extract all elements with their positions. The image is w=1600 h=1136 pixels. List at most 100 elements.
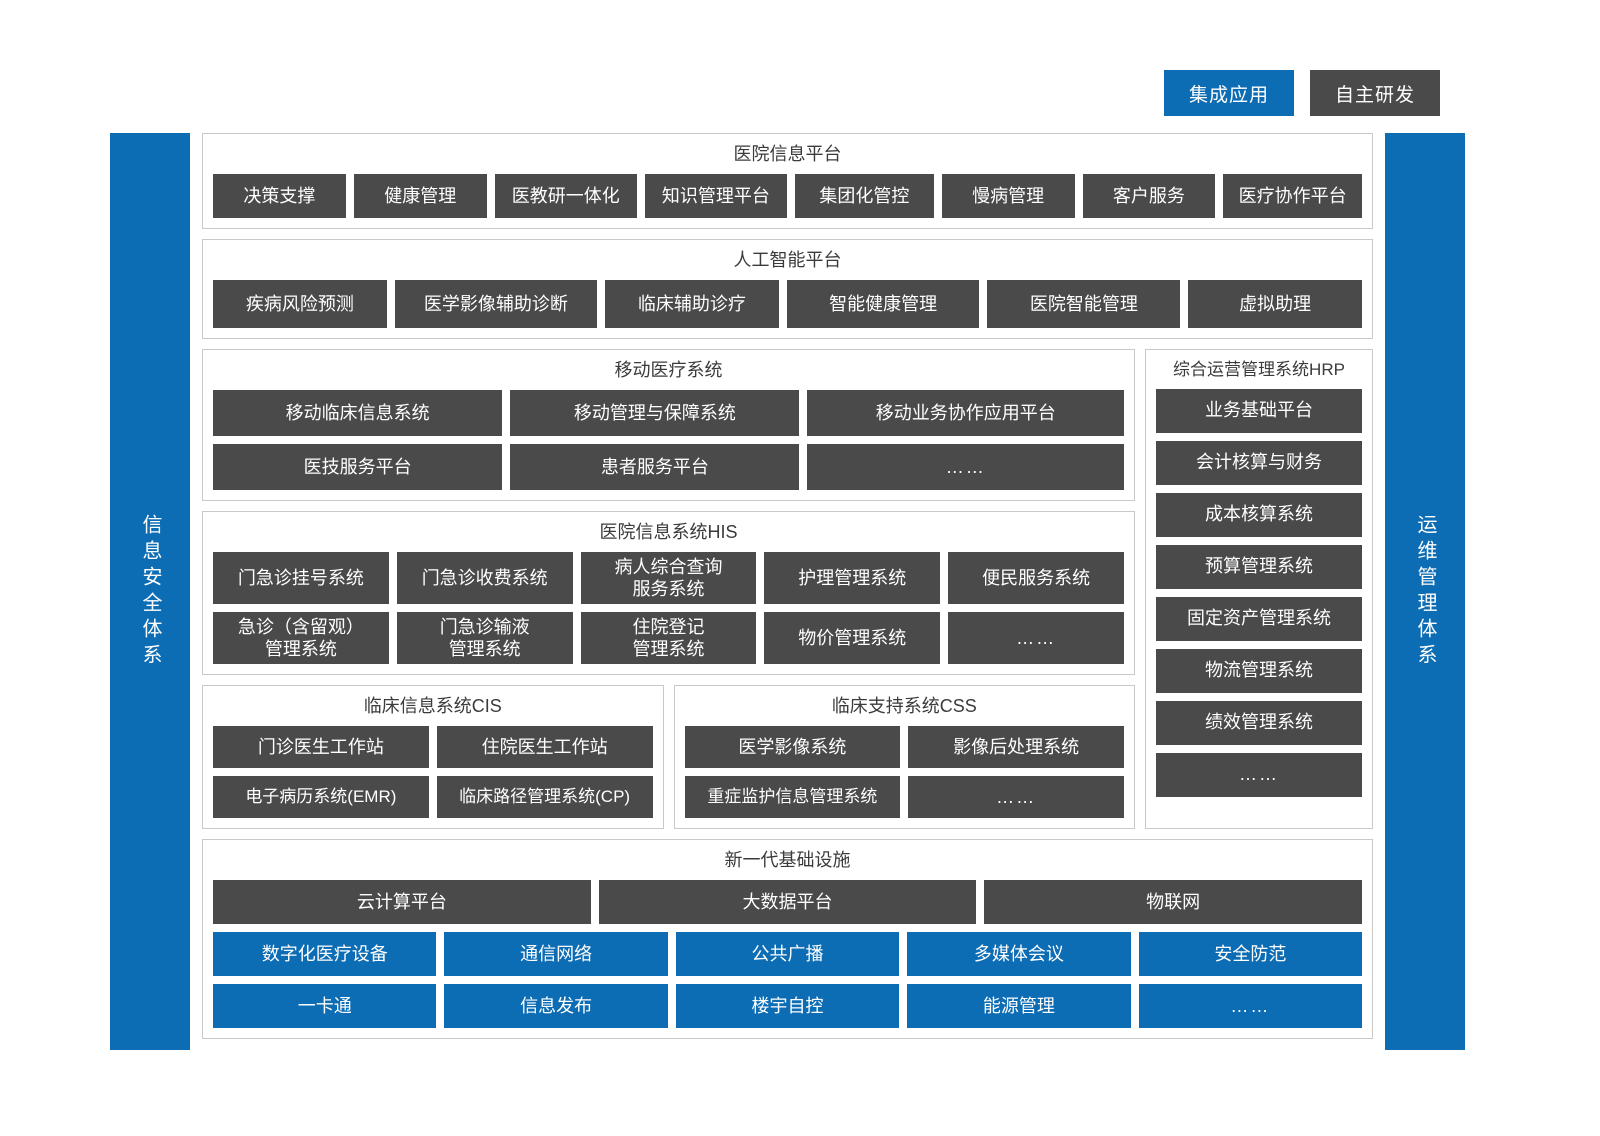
item-infusion-management[interactable]: 门急诊输液 管理系统 xyxy=(396,612,573,664)
item-clinical-assisted-diagnosis[interactable]: 临床辅助诊疗 xyxy=(604,280,779,328)
sidebar-operations-management: 运维管理体系 xyxy=(1385,133,1465,1050)
cis-row-2: 电子病历系统(EMR) 临床路径管理系统(CP) xyxy=(213,776,653,818)
item-virtual-assistant[interactable]: 虚拟助理 xyxy=(1188,280,1362,328)
item-customer-service[interactable]: 客户服务 xyxy=(1082,174,1216,218)
item-information-release[interactable]: 信息发布 xyxy=(444,984,668,1028)
item-big-data-platform[interactable]: 大数据平台 xyxy=(598,880,977,924)
item-group-control[interactable]: 集团化管控 xyxy=(795,174,934,218)
item-price-management[interactable]: 物价管理系统 xyxy=(764,612,941,664)
legend-item-integrated: 集成应用 xyxy=(1164,70,1294,116)
item-imaging-assisted-diagnosis[interactable]: 医学影像辅助诊断 xyxy=(394,280,597,328)
item-inpatient-registration[interactable]: 住院登记 管理系统 xyxy=(580,612,757,664)
item-cloud-computing-platform[interactable]: 云计算平台 xyxy=(213,880,591,924)
item-mobile-more[interactable]: …… xyxy=(807,444,1124,490)
item-outpatient-registration[interactable]: 门急诊挂号系统 xyxy=(213,552,389,604)
panel-title-cis: 临床信息系统CIS xyxy=(363,696,502,716)
panel-title-css: 临床支持系统CSS xyxy=(831,696,977,716)
panel-mobile-medical: 移动医疗系统 移动临床信息系统 移动管理与保障系统 移动业务协作应用平台 医技服… xyxy=(202,349,1135,501)
item-performance-management-system[interactable]: 绩效管理系统 xyxy=(1156,700,1362,745)
mobile-medical-row-1: 移动临床信息系统 移动管理与保障系统 移动业务协作应用平台 xyxy=(213,390,1124,436)
item-clinical-pathway-system[interactable]: 临床路径管理系统(CP) xyxy=(436,776,653,818)
panel-hospital-platform: 医院信息平台 决策支撑 健康管理 医教研一体化 知识管理平台 集团化管控 慢病管… xyxy=(202,133,1373,229)
infrastructure-blue-row-2: 一卡通 信息发布 楼宇自控 能源管理 …… xyxy=(213,984,1363,1028)
item-medical-technology-service-platform[interactable]: 医技服务平台 xyxy=(213,444,503,490)
panel-title-mobile-medical: 移动医疗系统 xyxy=(614,360,723,380)
panel-hrp: 综合运营管理系统HRP 业务基础平台 会计核算与财务 成本核算系统 预算管理系统… xyxy=(1145,349,1373,829)
item-building-automation[interactable]: 楼宇自控 xyxy=(675,984,900,1028)
item-medical-imaging-system[interactable]: 医学影像系统 xyxy=(684,726,901,768)
his-row-2: 急诊（含留观） 管理系统 门急诊输液 管理系统 住院登记 管理系统 物价管理系统… xyxy=(213,612,1124,664)
item-med-edu-research[interactable]: 医教研一体化 xyxy=(494,174,637,218)
item-convenience-service[interactable]: 便民服务系统 xyxy=(948,552,1124,604)
panel-title-his: 医院信息系统HIS xyxy=(599,522,738,542)
his-row-1: 门急诊挂号系统 门急诊收费系统 病人综合查询 服务系统 护理管理系统 便民服务系… xyxy=(213,552,1124,604)
sidebar-left-label: 信息安全体系 xyxy=(139,513,161,670)
legend-item-self-developed: 自主研发 xyxy=(1310,70,1440,116)
infrastructure-blue-row-1: 数字化医疗设备 通信网络 公共广播 多媒体会议 安全防范 xyxy=(213,932,1363,976)
item-emergency-observation[interactable]: 急诊（含留观） 管理系统 xyxy=(213,612,389,664)
item-decision-support[interactable]: 决策支撑 xyxy=(213,174,346,218)
sidebar-information-security: 信息安全体系 xyxy=(110,133,190,1050)
item-business-base-platform[interactable]: 业务基础平台 xyxy=(1156,388,1362,433)
cis-row-1: 门诊医生工作站 住院医生工作站 xyxy=(213,726,653,768)
layers-stack: 医院信息平台 决策支撑 健康管理 医教研一体化 知识管理平台 集团化管控 慢病管… xyxy=(190,133,1385,1050)
item-outpatient-charging[interactable]: 门急诊收费系统 xyxy=(396,552,573,604)
panel-title-hrp: 综合运营管理系统HRP xyxy=(1173,360,1345,379)
css-row-2: 重症监护信息管理系统 …… xyxy=(684,776,1124,818)
item-mobile-clinical-info-system[interactable]: 移动临床信息系统 xyxy=(213,390,503,436)
panel-ai-platform: 人工智能平台 疾病风险预测 医学影像辅助诊断 临床辅助诊疗 智能健康管理 医院智… xyxy=(202,239,1373,339)
item-all-in-one-card[interactable]: 一卡通 xyxy=(213,984,437,1028)
item-smart-health-management[interactable]: 智能健康管理 xyxy=(786,280,980,328)
infrastructure-top-row: 云计算平台 大数据平台 物联网 xyxy=(213,880,1363,924)
panel-his: 医院信息系统HIS 门急诊挂号系统 门急诊收费系统 病人综合查询 服务系统 护理… xyxy=(202,511,1135,675)
item-patient-service-platform[interactable]: 患者服务平台 xyxy=(510,444,800,490)
item-public-broadcasting[interactable]: 公共广播 xyxy=(675,932,900,976)
item-medical-collaboration[interactable]: 医疗协作平台 xyxy=(1223,174,1362,218)
item-communication-network[interactable]: 通信网络 xyxy=(444,932,668,976)
panel-css: 临床支持系统CSS 医学影像系统 影像后处理系统 重症监护信息管理系统 …… xyxy=(673,685,1135,829)
item-security-protection[interactable]: 安全防范 xyxy=(1138,932,1363,976)
item-budget-management-system[interactable]: 预算管理系统 xyxy=(1156,544,1362,589)
item-icu-information-system[interactable]: 重症监护信息管理系统 xyxy=(684,776,901,818)
item-emr-system[interactable]: 电子病历系统(EMR) xyxy=(213,776,429,818)
diagram-frame: 信息安全体系 医院信息平台 决策支撑 健康管理 医教研一体化 知识管理平台 集团… xyxy=(110,133,1465,1050)
item-accounting-finance[interactable]: 会计核算与财务 xyxy=(1156,440,1362,485)
item-health-management[interactable]: 健康管理 xyxy=(353,174,487,218)
item-chronic-disease[interactable]: 慢病管理 xyxy=(941,174,1075,218)
item-hrp-more[interactable]: …… xyxy=(1156,752,1362,797)
item-css-more[interactable]: …… xyxy=(908,776,1124,818)
ai-platform-row: 疾病风险预测 医学影像辅助诊断 临床辅助诊疗 智能健康管理 医院智能管理 虚拟助… xyxy=(213,280,1362,328)
legend-label-integrated: 集成应用 xyxy=(1188,84,1269,106)
item-internet-of-things[interactable]: 物联网 xyxy=(984,880,1363,924)
item-nursing-management[interactable]: 护理管理系统 xyxy=(764,552,941,604)
legend: 集成应用 自主研发 xyxy=(1164,70,1440,116)
item-fixed-asset-management-system[interactable]: 固定资产管理系统 xyxy=(1156,596,1362,641)
item-infrastructure-more[interactable]: …… xyxy=(1138,984,1363,1028)
item-patient-query-service[interactable]: 病人综合查询 服务系统 xyxy=(580,552,757,604)
panel-cis: 临床信息系统CIS 门诊医生工作站 住院医生工作站 电子病历系统(EMR) 临床… xyxy=(202,685,664,829)
panel-title-ai-platform: 人工智能平台 xyxy=(733,250,842,270)
item-inpatient-doctor-workstation[interactable]: 住院医生工作站 xyxy=(436,726,653,768)
panel-title-hospital-platform: 医院信息平台 xyxy=(733,144,842,164)
middle-region: 移动医疗系统 移动临床信息系统 移动管理与保障系统 移动业务协作应用平台 医技服… xyxy=(202,349,1373,829)
item-energy-management[interactable]: 能源管理 xyxy=(907,984,1131,1028)
item-digital-medical-equipment[interactable]: 数字化医疗设备 xyxy=(213,932,437,976)
item-hospital-smart-management[interactable]: 医院智能管理 xyxy=(987,280,1181,328)
item-cost-accounting-system[interactable]: 成本核算系统 xyxy=(1156,492,1362,537)
item-image-postprocessing-system[interactable]: 影像后处理系统 xyxy=(908,726,1124,768)
middle-left-column: 移动医疗系统 移动临床信息系统 移动管理与保障系统 移动业务协作应用平台 医技服… xyxy=(202,349,1135,829)
item-logistics-management-system[interactable]: 物流管理系统 xyxy=(1156,648,1362,693)
item-disease-risk-prediction[interactable]: 疾病风险预测 xyxy=(213,280,387,328)
item-mobile-collaboration-platform[interactable]: 移动业务协作应用平台 xyxy=(807,390,1124,436)
cis-css-region: 临床信息系统CIS 门诊医生工作站 住院医生工作站 电子病历系统(EMR) 临床… xyxy=(202,685,1135,829)
legend-label-self-developed: 自主研发 xyxy=(1334,84,1415,106)
mobile-medical-row-2: 医技服务平台 患者服务平台 …… xyxy=(213,444,1124,490)
item-multimedia-conference[interactable]: 多媒体会议 xyxy=(907,932,1131,976)
item-outpatient-doctor-workstation[interactable]: 门诊医生工作站 xyxy=(213,726,429,768)
css-row-1: 医学影像系统 影像后处理系统 xyxy=(684,726,1124,768)
item-mobile-management-support-system[interactable]: 移动管理与保障系统 xyxy=(510,390,800,436)
item-knowledge-platform[interactable]: 知识管理平台 xyxy=(644,174,787,218)
panel-infrastructure: 新一代基础设施 云计算平台 大数据平台 物联网 数字化医疗设备 通信网络 公共广… xyxy=(202,839,1373,1039)
item-his-more[interactable]: …… xyxy=(948,612,1124,664)
